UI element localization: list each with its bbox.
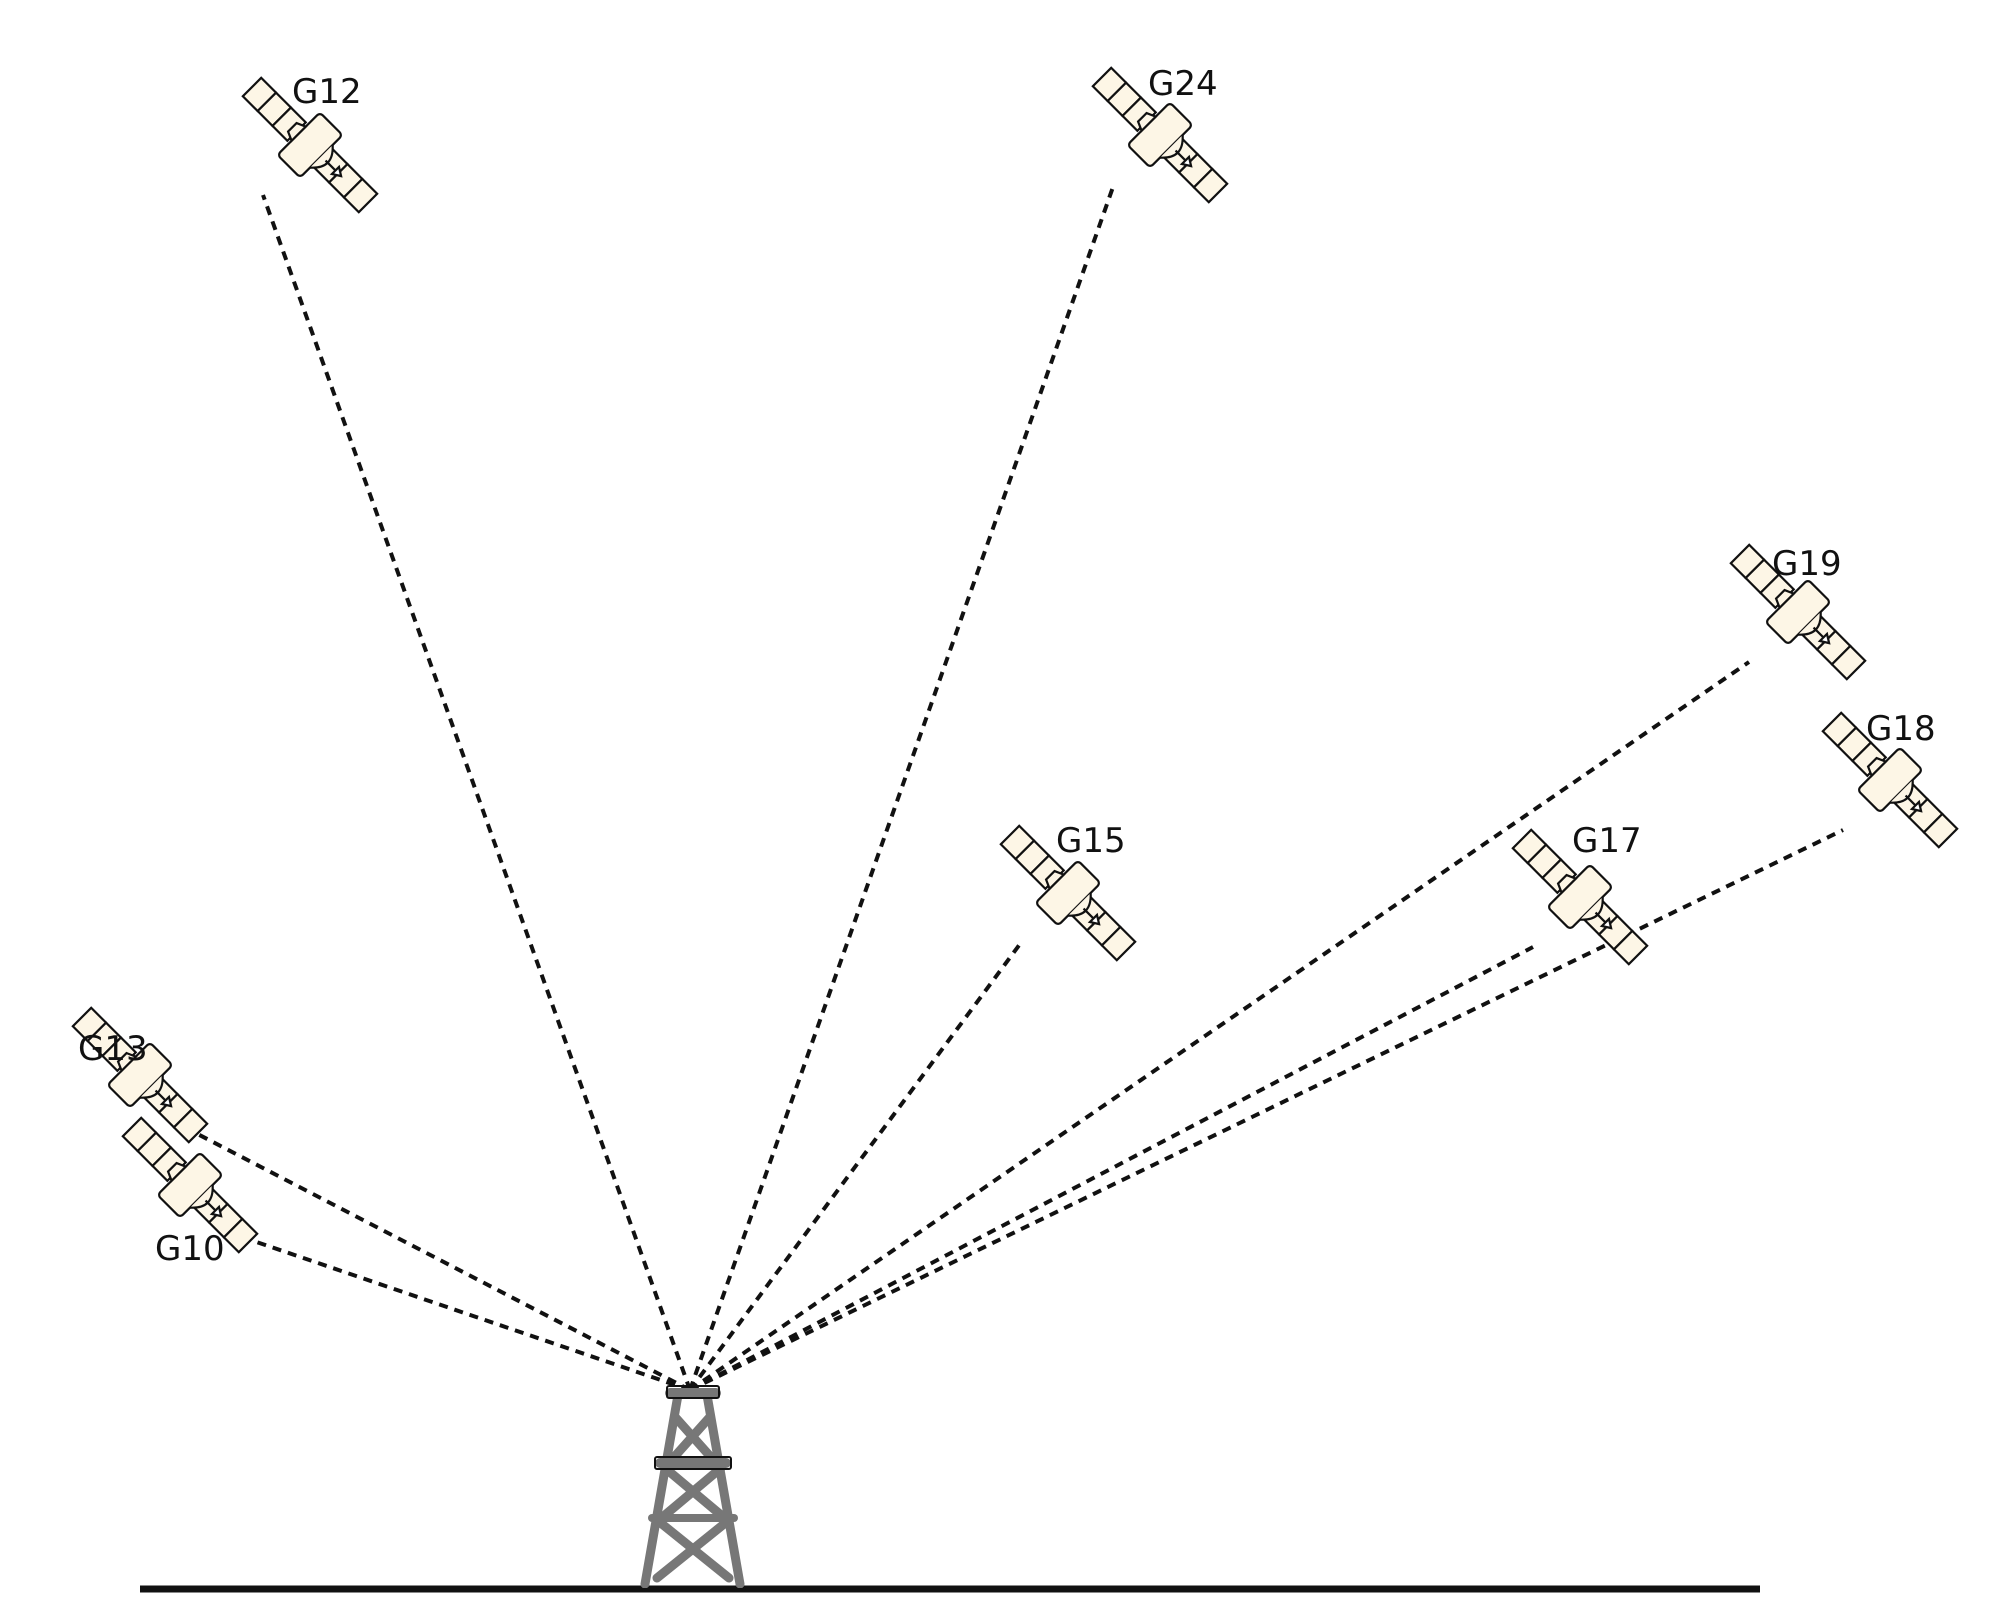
signal-link-g18 xyxy=(689,828,1844,1392)
signal-link-g12 xyxy=(261,194,692,1391)
signal-link-g15 xyxy=(688,942,1022,1392)
signal-link-g19 xyxy=(688,660,1751,1392)
satellite-g10: G10 xyxy=(121,1116,259,1269)
signal-link-g10 xyxy=(235,1233,691,1392)
satellite-label-g12: G12 xyxy=(292,72,362,112)
satellite-g17: G17 xyxy=(1511,821,1649,966)
tower-icon xyxy=(639,1385,746,1590)
satellite-label-g13: G13 xyxy=(78,1029,148,1069)
satellite-label-g18: G18 xyxy=(1866,709,1936,749)
signal-link-g17 xyxy=(689,945,1534,1392)
signal-link-g13 xyxy=(185,1126,691,1392)
satellite-label-g10: G10 xyxy=(155,1229,225,1269)
signal-link-g24 xyxy=(688,186,1115,1391)
satellite-label-g24: G24 xyxy=(1148,64,1218,104)
satellite-g24: G24 xyxy=(1091,64,1229,204)
satellite-g13: G13 xyxy=(71,1006,209,1144)
satellite-g18: G18 xyxy=(1821,709,1959,849)
satellite-g12: G12 xyxy=(241,72,379,214)
satellite-label-g19: G19 xyxy=(1772,544,1842,584)
satellite-g19: G19 xyxy=(1729,543,1867,681)
satellite-label-g15: G15 xyxy=(1056,821,1126,861)
signal-links xyxy=(185,186,1844,1392)
satellite-g15: G15 xyxy=(999,821,1137,962)
satellite-label-g17: G17 xyxy=(1572,821,1642,861)
